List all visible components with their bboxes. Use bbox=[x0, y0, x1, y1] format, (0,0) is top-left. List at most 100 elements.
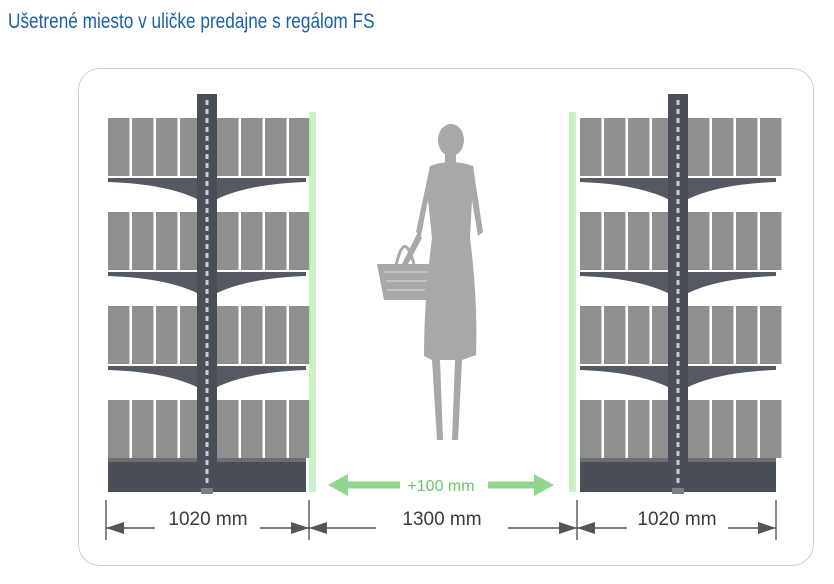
product-box bbox=[604, 118, 626, 176]
product-box bbox=[604, 212, 626, 270]
upright-slot bbox=[205, 262, 209, 267]
upright-slot bbox=[205, 154, 209, 159]
product-box bbox=[712, 212, 734, 270]
product-box bbox=[241, 118, 263, 176]
upright-slot bbox=[676, 406, 680, 411]
upright-slot bbox=[205, 280, 209, 285]
upright-slot bbox=[205, 199, 209, 204]
product-box bbox=[265, 400, 287, 458]
product-box bbox=[289, 212, 311, 270]
upright-slot bbox=[676, 316, 680, 321]
left-aisle-edge-highlight bbox=[309, 112, 316, 492]
upright-slot bbox=[676, 253, 680, 258]
product-box bbox=[688, 400, 710, 458]
product-box bbox=[688, 212, 710, 270]
product-box bbox=[712, 306, 734, 364]
upright-slot bbox=[676, 334, 680, 339]
upright-slot bbox=[205, 136, 209, 141]
product-box bbox=[604, 400, 626, 458]
right-shelf-unit bbox=[580, 94, 782, 494]
upright-slot bbox=[205, 244, 209, 249]
extra-space-label: +100 mm bbox=[407, 478, 474, 495]
product-box bbox=[604, 306, 626, 364]
upright-slot bbox=[676, 280, 680, 285]
upright-slot bbox=[205, 361, 209, 366]
product-box bbox=[132, 212, 154, 270]
upright-slot bbox=[676, 424, 680, 429]
upright-slot bbox=[205, 253, 209, 258]
upright-slot bbox=[676, 469, 680, 474]
product-box bbox=[580, 400, 602, 458]
upright-slot bbox=[205, 406, 209, 411]
product-box bbox=[712, 118, 734, 176]
upright-slot bbox=[676, 235, 680, 240]
product-box bbox=[132, 306, 154, 364]
upright-slot bbox=[676, 415, 680, 420]
upright-slot bbox=[676, 379, 680, 384]
product-box bbox=[265, 118, 287, 176]
product-box bbox=[628, 306, 650, 364]
right-aisle-edge-highlight bbox=[569, 112, 576, 492]
upright-slot bbox=[676, 136, 680, 141]
upright-slot bbox=[205, 217, 209, 222]
upright-slot bbox=[676, 289, 680, 294]
product-box bbox=[241, 306, 263, 364]
product-box bbox=[180, 306, 202, 364]
upright-slot bbox=[205, 451, 209, 456]
upright-slot bbox=[676, 163, 680, 168]
upright-slot bbox=[205, 478, 209, 483]
aisle-width-label: 1300 mm bbox=[402, 509, 481, 530]
product-box bbox=[628, 400, 650, 458]
upright-slot bbox=[676, 478, 680, 483]
upright-slot bbox=[676, 154, 680, 159]
product-box bbox=[156, 118, 178, 176]
upright-slot bbox=[205, 397, 209, 402]
upright-slot bbox=[676, 298, 680, 303]
product-box bbox=[289, 118, 311, 176]
product-box bbox=[156, 306, 178, 364]
upright-slot bbox=[676, 460, 680, 465]
product-box bbox=[736, 212, 758, 270]
product-box bbox=[108, 212, 130, 270]
upright-slot bbox=[676, 226, 680, 231]
upright-slot bbox=[676, 271, 680, 276]
product-box bbox=[217, 306, 239, 364]
upright-slot bbox=[676, 244, 680, 249]
product-box bbox=[580, 118, 602, 176]
product-box bbox=[265, 212, 287, 270]
upright-slot bbox=[205, 181, 209, 186]
product-box bbox=[628, 212, 650, 270]
upright-slot bbox=[205, 145, 209, 150]
product-box bbox=[108, 118, 130, 176]
product-box bbox=[580, 212, 602, 270]
product-box bbox=[217, 400, 239, 458]
upright-slot bbox=[205, 298, 209, 303]
product-box bbox=[108, 306, 130, 364]
upright-slot bbox=[676, 199, 680, 204]
product-box bbox=[628, 118, 650, 176]
upright-slot bbox=[676, 343, 680, 348]
upright-slot bbox=[676, 172, 680, 177]
product-box bbox=[760, 118, 782, 176]
upright-slot bbox=[676, 118, 680, 123]
page-title: Ušetrené miesto v uličke predajne s regá… bbox=[8, 10, 375, 33]
upright-slot bbox=[676, 451, 680, 456]
upright-slot bbox=[676, 181, 680, 186]
product-box bbox=[217, 212, 239, 270]
upright-slot bbox=[205, 127, 209, 132]
upright-slot bbox=[205, 100, 209, 105]
upright-slot bbox=[205, 109, 209, 114]
product-box bbox=[156, 400, 178, 458]
upright-slot bbox=[676, 361, 680, 366]
upright-slot bbox=[205, 226, 209, 231]
upright-slot bbox=[676, 109, 680, 114]
right-shelf-width-label: 1020 mm bbox=[637, 509, 716, 530]
upright-slot bbox=[676, 217, 680, 222]
product-box bbox=[736, 118, 758, 176]
upright-slot bbox=[676, 208, 680, 213]
upright-slot bbox=[205, 172, 209, 177]
product-box bbox=[688, 306, 710, 364]
upright-slot bbox=[205, 118, 209, 123]
product-box bbox=[712, 400, 734, 458]
upright-slot bbox=[205, 208, 209, 213]
